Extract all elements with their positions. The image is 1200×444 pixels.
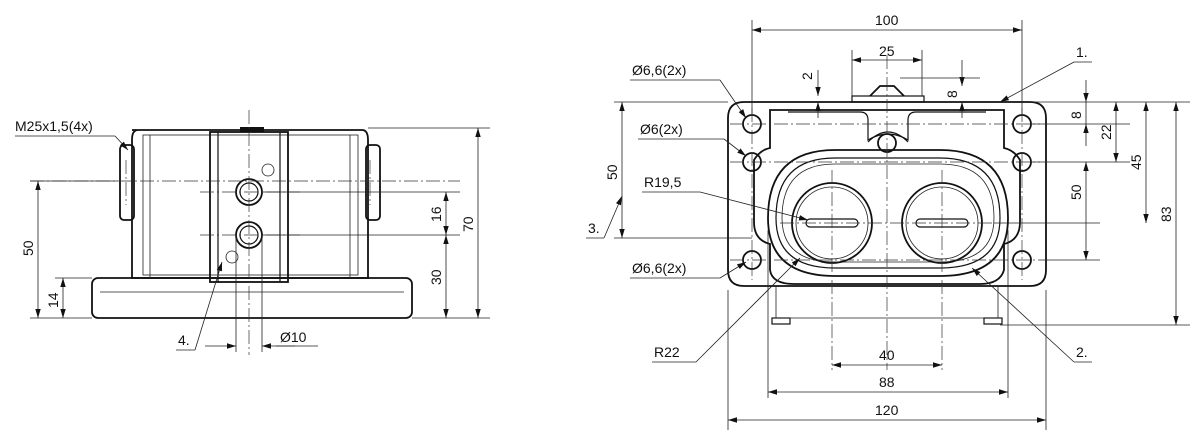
front-hole-label-66-top: Ø6,6(2x) [632, 62, 686, 78]
side-dim-16: 16 [428, 206, 444, 222]
side-thread-label: M25x1,5(4x) [15, 118, 93, 134]
side-dim-30: 30 [428, 269, 444, 285]
side-dim-50: 50 [20, 240, 36, 256]
front-hole-label-66-bottom: Ø6,6(2x) [632, 260, 686, 276]
front-body [753, 109, 1021, 285]
side-gland-right [365, 144, 381, 221]
front-hole-label-6: Ø6(2x) [640, 121, 683, 137]
side-dim-14: 14 [45, 292, 61, 308]
front-dim-100: 100 [875, 12, 899, 28]
side-body [131, 129, 369, 279]
front-dim-50-left: 50 [604, 164, 620, 180]
front-radius-195: R19,5 [644, 174, 682, 190]
front-view: 100 25 2 8 1. Ø6,6(2x) Ø6(2x) R19,5 Ø6,6… [586, 12, 1190, 430]
front-dim-120: 120 [875, 402, 899, 418]
front-dim-22: 22 [1098, 124, 1114, 140]
side-view: 50 14 16 30 70 Ø10 M25x1,5(4x) 4. [15, 110, 490, 355]
front-dim-40: 40 [879, 347, 895, 363]
front-callout-1: 1. [1076, 44, 1088, 60]
front-dim-83: 83 [1158, 206, 1174, 222]
side-base-plate [91, 277, 413, 319]
front-dim-2: 2 [799, 72, 815, 80]
side-dim-dia10: Ø10 [280, 329, 307, 345]
front-dim-45: 45 [1128, 154, 1144, 170]
front-radius-22: R22 [654, 344, 680, 360]
front-dim-88: 88 [879, 374, 895, 390]
front-recess [767, 149, 1009, 277]
side-callout-4: 4. [178, 332, 190, 348]
front-flange [727, 101, 1047, 287]
side-dim-70: 70 [460, 216, 476, 232]
front-dim-25: 25 [879, 43, 895, 59]
front-callout-2: 2. [1076, 344, 1088, 360]
front-callout-3: 3. [588, 220, 600, 236]
front-dim-50-right: 50 [1068, 184, 1084, 200]
front-dim-8-top: 8 [944, 90, 960, 98]
front-dim-8-right: 8 [1068, 111, 1084, 119]
